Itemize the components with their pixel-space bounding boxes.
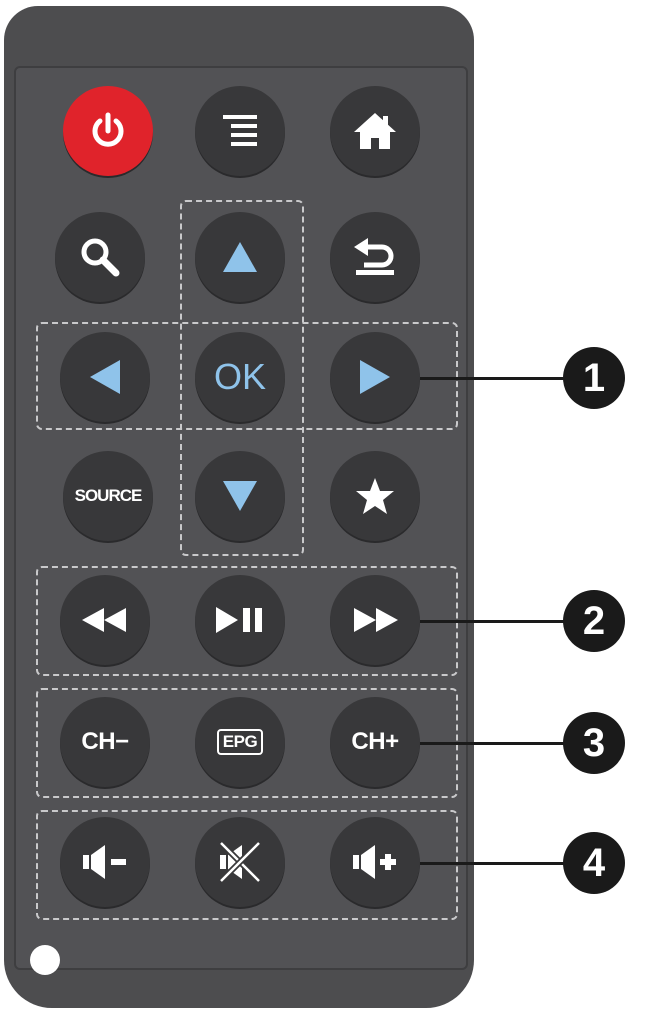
fast-forward-button[interactable] — [330, 575, 420, 665]
search-icon — [81, 238, 120, 277]
favorite-button[interactable] — [330, 451, 420, 541]
home-button[interactable] — [330, 86, 420, 176]
down-button[interactable] — [195, 451, 285, 541]
ok-button[interactable]: OK — [195, 332, 285, 422]
mute-icon — [218, 840, 262, 884]
back-button[interactable] — [330, 212, 420, 302]
up-button[interactable] — [195, 212, 285, 302]
arrow-right-icon — [360, 360, 390, 394]
play-pause-button[interactable] — [195, 575, 285, 665]
arrow-down-icon — [223, 481, 257, 511]
star-icon — [356, 478, 394, 514]
channel-up-label: CH+ — [351, 728, 399, 755]
source-button[interactable]: SOURCE — [63, 451, 153, 541]
menu-button[interactable] — [195, 86, 285, 176]
rewind-icon — [82, 608, 126, 632]
mute-button[interactable] — [195, 817, 285, 907]
callout-1: 1 — [563, 347, 625, 409]
ok-label: OK — [213, 356, 266, 397]
callout-1-leader — [420, 377, 570, 380]
channel-up-button[interactable]: CH+ — [330, 697, 420, 787]
menu-icon — [223, 115, 257, 146]
search-button[interactable] — [55, 212, 145, 302]
play-pause-icon — [216, 607, 262, 633]
epg-button[interactable]: EPG — [195, 697, 285, 787]
channel-down-label: CH− — [81, 728, 129, 755]
home-icon — [354, 113, 396, 149]
arrow-left-icon — [90, 360, 120, 394]
volume-up-icon — [353, 845, 396, 879]
callout-3: 3 — [563, 712, 625, 774]
fast-forward-icon — [354, 608, 398, 632]
source-label: SOURCE — [74, 486, 143, 505]
power-icon — [92, 112, 124, 147]
power-button[interactable] — [63, 86, 153, 176]
callout-4: 4 — [563, 832, 625, 894]
volume-down-button[interactable] — [60, 817, 150, 907]
arrow-up-icon — [223, 242, 257, 272]
volume-up-button[interactable] — [330, 817, 420, 907]
back-icon — [354, 238, 394, 275]
callout-3-leader — [420, 742, 570, 745]
right-button[interactable] — [330, 332, 420, 422]
epg-label: EPG — [216, 729, 264, 755]
callout-4-leader — [420, 862, 570, 865]
ir-sensor — [30, 945, 60, 975]
callout-2: 2 — [563, 590, 625, 652]
left-button[interactable] — [60, 332, 150, 422]
callout-2-leader — [420, 620, 570, 623]
rewind-button[interactable] — [60, 575, 150, 665]
channel-down-button[interactable]: CH− — [60, 697, 150, 787]
volume-down-icon — [83, 845, 126, 879]
